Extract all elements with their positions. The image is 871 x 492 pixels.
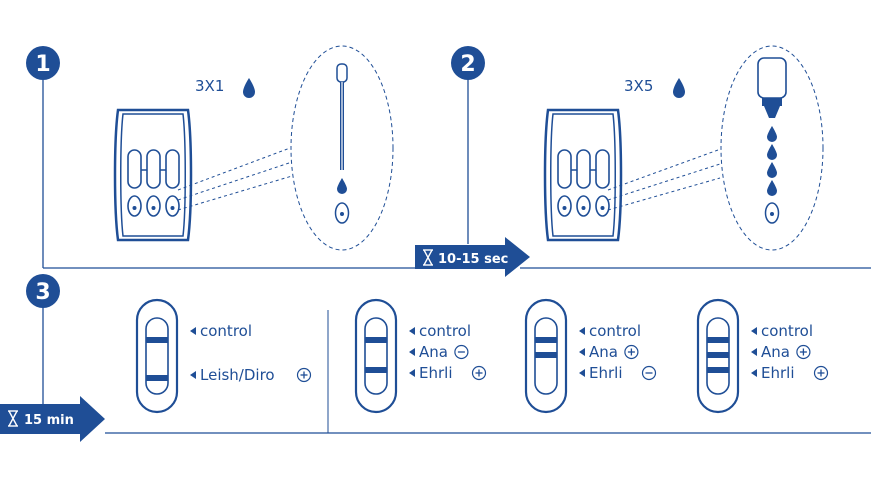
step-number: 1 bbox=[35, 52, 50, 77]
step2: 3X5 bbox=[543, 45, 824, 251]
pointer-icon bbox=[751, 327, 757, 335]
test-band bbox=[707, 367, 729, 373]
test-band bbox=[535, 352, 557, 358]
step-badge-2: 2 bbox=[451, 46, 485, 80]
test-band bbox=[146, 337, 168, 343]
pointer-icon bbox=[190, 327, 196, 335]
pointer-icon bbox=[190, 371, 196, 379]
result-label: Leish/Diro bbox=[200, 366, 275, 384]
timer-arrow-long: 15 min bbox=[0, 396, 105, 442]
pointer-icon bbox=[409, 369, 415, 377]
step-badge-3: 3 bbox=[26, 274, 60, 308]
test-cassette bbox=[543, 108, 623, 242]
timer-arrow-short: 10-15 sec bbox=[415, 237, 530, 277]
pipette-icon bbox=[334, 63, 350, 224]
minus-circle-icon bbox=[454, 344, 469, 360]
timer-label: 15 min bbox=[24, 413, 74, 428]
test-band bbox=[146, 375, 168, 381]
drop-icon bbox=[243, 78, 255, 98]
result-label: control bbox=[761, 322, 813, 340]
pointer-icon bbox=[579, 369, 585, 377]
test-band bbox=[535, 337, 557, 343]
pointer-icon bbox=[409, 327, 415, 335]
plus-circle-icon bbox=[624, 344, 639, 360]
drop-icon bbox=[673, 78, 685, 98]
test-band bbox=[365, 367, 387, 373]
result-label: Ana bbox=[419, 343, 448, 361]
step-badge-1: 1 bbox=[26, 46, 60, 80]
step-number: 3 bbox=[35, 280, 50, 305]
result-label: Ana bbox=[761, 343, 790, 361]
hourglass-icon bbox=[8, 410, 18, 427]
hourglass-icon bbox=[423, 249, 433, 266]
result-label: Ana bbox=[589, 343, 618, 361]
result-label: Ehrli bbox=[761, 364, 795, 382]
step1: 3X1 bbox=[113, 45, 394, 251]
plus-circle-icon bbox=[813, 365, 829, 381]
results: controlLeish/DirocontrolAnaEhrlicontrolA… bbox=[135, 298, 829, 414]
zoom-ellipse bbox=[720, 45, 824, 251]
minus-circle-icon bbox=[641, 365, 657, 381]
test-band bbox=[707, 337, 729, 343]
result-label: control bbox=[200, 322, 252, 340]
step-number: 2 bbox=[460, 52, 475, 77]
plus-circle-icon bbox=[296, 367, 312, 383]
test-band bbox=[365, 337, 387, 343]
plus-circle-icon bbox=[471, 365, 487, 381]
timer-label: 10-15 sec bbox=[438, 252, 508, 267]
pointer-icon bbox=[751, 348, 757, 356]
plus-circle-icon bbox=[796, 344, 811, 360]
dropper-bottle-icon bbox=[757, 57, 787, 224]
test-band bbox=[707, 352, 729, 358]
pointer-icon bbox=[409, 348, 415, 356]
result-label: control bbox=[589, 322, 641, 340]
result-label: Ehrli bbox=[589, 364, 623, 382]
result-label: Ehrli bbox=[419, 364, 453, 382]
pointer-icon bbox=[751, 369, 757, 377]
test-cassette bbox=[113, 108, 193, 242]
zoom-ellipse bbox=[290, 45, 394, 251]
pointer-icon bbox=[579, 327, 585, 335]
result-label: control bbox=[419, 322, 471, 340]
dose-label: 3X1 bbox=[195, 77, 224, 95]
dose-label: 3X5 bbox=[624, 77, 653, 95]
pointer-icon bbox=[579, 348, 585, 356]
